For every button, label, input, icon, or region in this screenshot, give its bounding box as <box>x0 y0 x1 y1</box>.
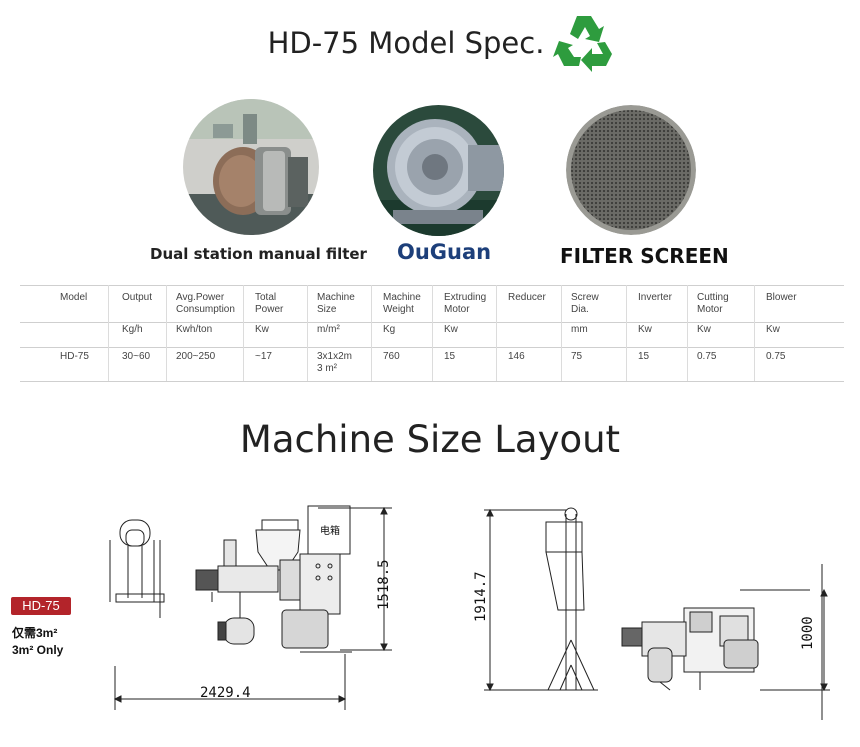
table-cell-value: 0.75 <box>697 351 717 362</box>
table-column-line <box>307 285 308 381</box>
table-cell-value: 15 <box>444 351 456 362</box>
table-cell-value: 146 <box>508 351 525 362</box>
table-cell-header: Avg.Power <box>176 292 225 303</box>
table-cell-header: Model <box>60 292 88 303</box>
table-cell-header: Total <box>255 292 277 303</box>
filter-screen-caption: FILTER SCREEN <box>560 244 729 268</box>
recycle-icon <box>553 16 612 72</box>
blower-photo <box>373 105 504 236</box>
model-badge: HD-75 <box>11 597 71 615</box>
table-cell-unit: Kw <box>255 324 269 335</box>
table-cell-value: 0.75 <box>766 351 786 362</box>
area-note-en: 3m² Only <box>12 643 64 657</box>
table-cell-header: Consumption <box>176 304 235 315</box>
filter-photo <box>183 99 319 235</box>
table-row-line <box>20 381 844 382</box>
table-cell-header: Machine <box>383 292 421 303</box>
table-column-line <box>496 285 497 381</box>
layout-title: Machine Size Layout <box>239 418 621 461</box>
table-cell-unit: Kwh/ton <box>176 324 213 335</box>
table-cell-header: Motor <box>697 304 723 315</box>
table-cell-header: Inverter <box>638 292 672 303</box>
table-cell-header: Blower <box>766 292 797 303</box>
table-cell-value: ~17 <box>255 351 272 362</box>
table-cell-value: 3 m² <box>317 363 337 374</box>
table-cell-unit: Kw <box>444 324 458 335</box>
table-cell-header: Size <box>317 304 337 315</box>
table-column-line <box>626 285 627 381</box>
machine-layout-drawing: 电箱 1518.5 2429.4 1914.7 1000 <box>109 505 830 720</box>
table-column-line <box>754 285 755 381</box>
filter-screen-photo <box>566 105 696 235</box>
table-column-line <box>561 285 562 381</box>
side-height-dim: 1914.7 <box>473 571 489 622</box>
table-cell-unit: Kg/h <box>122 324 143 335</box>
panel-label: 电箱 <box>320 524 340 537</box>
table-column-line <box>687 285 688 381</box>
table-cell-unit: m/m² <box>317 324 340 335</box>
table-column-line <box>432 285 433 381</box>
table-cell-header: Motor <box>444 304 470 315</box>
table-cell-header: Machine <box>317 292 355 303</box>
table-cell-value: 15 <box>638 351 650 362</box>
front-length-dim: 2429.4 <box>200 685 251 701</box>
front-height-dim: 1518.5 <box>376 559 392 610</box>
table-cell-unit: Kw <box>638 324 652 335</box>
page-title: HD-75 Model Spec. <box>267 26 545 60</box>
table-cell-header: Cutting <box>697 292 729 303</box>
filter-caption: Dual station manual filter <box>150 245 367 263</box>
table-cell-header: Reducer <box>508 292 546 303</box>
table-column-line <box>243 285 244 381</box>
table-cell-header: Output <box>122 292 153 303</box>
small-height-dim: 1000 <box>800 616 816 650</box>
table-cell-value: 3x1x2m <box>317 351 353 362</box>
table-cell-value: 30~60 <box>122 351 151 362</box>
blower-caption: OuGuan <box>397 240 492 264</box>
table-cell-unit: mm <box>571 324 588 335</box>
table-cell-value: 200~250 <box>176 351 216 362</box>
table-cell-value: 75 <box>571 351 583 362</box>
table-column-line <box>371 285 372 381</box>
area-note-cn: 仅需3m² <box>12 626 58 640</box>
table-cell-value: HD-75 <box>60 351 89 362</box>
table-cell-value: 760 <box>383 351 400 362</box>
table-cell-header: Extruding <box>444 292 487 303</box>
table-column-line <box>108 285 109 381</box>
table-column-line <box>166 285 167 381</box>
table-cell-header: Power <box>255 304 284 315</box>
table-cell-unit: Kw <box>697 324 711 335</box>
table-cell-header: Weight <box>383 304 414 315</box>
table-cell-unit: Kw <box>766 324 780 335</box>
table-cell-unit: Kg <box>383 324 396 335</box>
table-cell-header: Screw <box>571 292 599 303</box>
table-cell-header: Dia. <box>571 304 589 315</box>
